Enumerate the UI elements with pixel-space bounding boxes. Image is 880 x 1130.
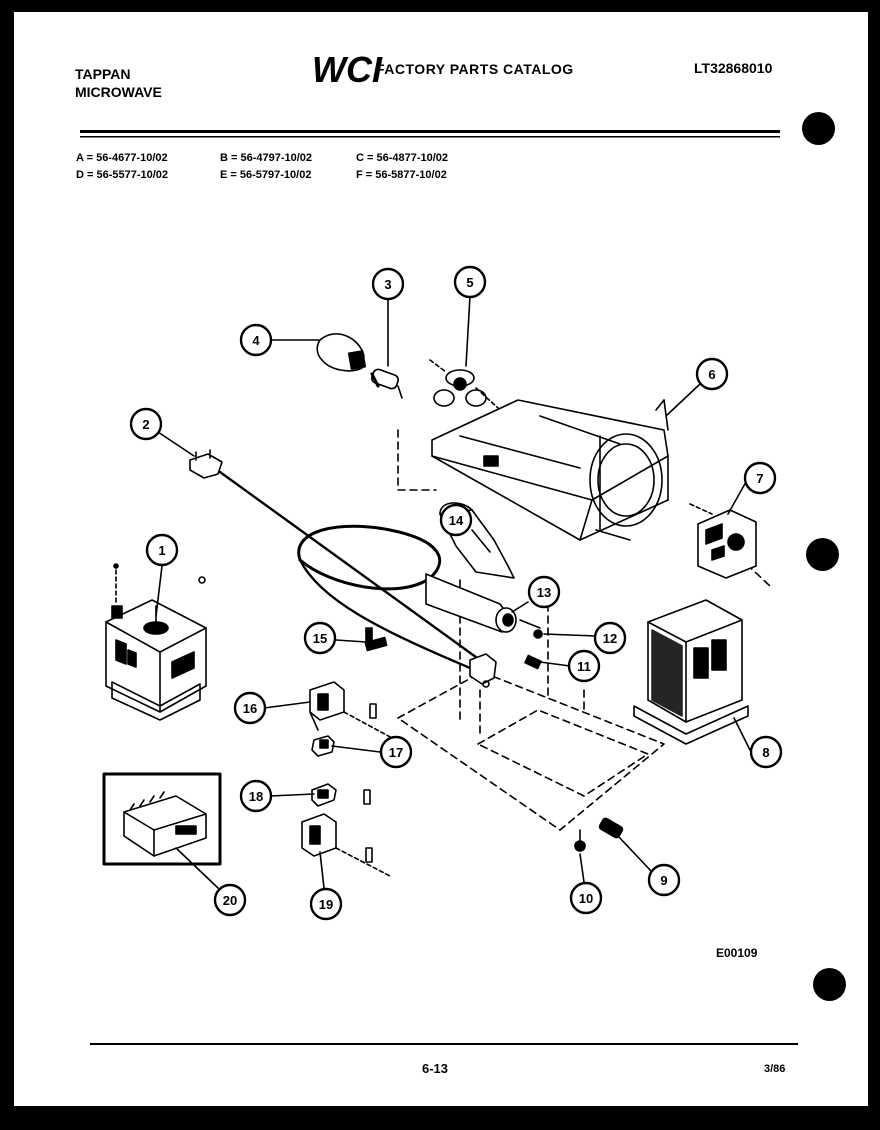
- svg-text:11: 11: [577, 659, 591, 674]
- callout-9: 9: [647, 863, 681, 897]
- svg-text:19: 19: [319, 897, 333, 912]
- svg-text:7: 7: [756, 471, 763, 486]
- fan-motor: [689, 503, 757, 579]
- callout-7: 7: [743, 461, 777, 495]
- page-number: 6-13: [422, 1061, 449, 1076]
- callout-bubbles: 1 2 3 4 5 6 7 8 9 10 11 12 13 14 15 16 1…: [129, 265, 783, 921]
- callout-14: 14: [439, 503, 473, 537]
- model-a: A = 56-4677-10/02: [76, 152, 168, 164]
- callout-5: 5: [453, 265, 487, 299]
- svg-text:20: 20: [223, 893, 237, 908]
- svg-text:5: 5: [466, 275, 473, 290]
- svg-text:9: 9: [660, 873, 667, 888]
- svg-text:13: 13: [537, 585, 551, 600]
- svg-text:12: 12: [603, 631, 617, 646]
- callout-4: 4: [239, 323, 273, 357]
- svg-text:16: 16: [243, 701, 257, 716]
- capacitor: [425, 573, 541, 633]
- svg-text:14: 14: [449, 513, 464, 528]
- connector: [598, 817, 624, 839]
- fan-blade: [429, 359, 499, 409]
- footer-rule: [90, 1043, 798, 1045]
- callout-1: 1: [145, 533, 179, 567]
- screw: [574, 829, 586, 852]
- logo-text: WCI: [312, 49, 383, 90]
- svg-text:8: 8: [762, 745, 769, 760]
- control-module-inset: [102, 772, 222, 866]
- svg-text:17: 17: [389, 745, 403, 760]
- callout-8: 8: [749, 735, 783, 769]
- svg-text:15: 15: [313, 631, 327, 646]
- model-f: F = 56-5877-10/02: [356, 169, 447, 181]
- callout-20: 20: [213, 883, 247, 917]
- interlock-switch-upper: [309, 681, 393, 739]
- binder-hole-bottom: [813, 968, 846, 1001]
- svg-text:4: 4: [252, 333, 260, 348]
- brand-line-1: TAPPAN: [75, 66, 131, 82]
- callout-leaders: [155, 295, 751, 889]
- callout-18: 18: [239, 779, 273, 813]
- power-cord: [189, 449, 497, 688]
- callout-6: 6: [695, 357, 729, 391]
- svg-text:10: 10: [579, 891, 593, 906]
- thermal-cutout: [364, 627, 388, 652]
- header-rule: [80, 130, 780, 138]
- svg-text:3: 3: [384, 277, 391, 292]
- model-e: E = 56-5797-10/02: [220, 169, 312, 181]
- callout-12: 12: [593, 621, 627, 655]
- print-date: 3/86: [764, 1063, 786, 1075]
- callout-10: 10: [569, 881, 603, 915]
- model-d: D = 56-5577-10/02: [76, 169, 169, 181]
- wci-logo: WCI: [312, 49, 383, 90]
- binder-hole-middle: [806, 538, 839, 571]
- document-number: LT32868010: [694, 60, 773, 76]
- callout-16: 16: [233, 691, 267, 725]
- callout-2: 2: [129, 407, 163, 441]
- callout-3: 3: [371, 267, 405, 301]
- binder-hole-top: [802, 112, 835, 145]
- callout-17: 17: [379, 735, 413, 769]
- switch-actuator: [311, 735, 335, 757]
- callout-13: 13: [527, 575, 561, 609]
- lamp-socket: [370, 368, 403, 399]
- lamp-bulb: [316, 333, 367, 372]
- svg-text:6: 6: [708, 367, 715, 382]
- interlock-switch-lower: [301, 813, 391, 877]
- callout-15: 15: [303, 621, 337, 655]
- magnetron: [105, 563, 207, 721]
- model-c: C = 56-4877-10/02: [356, 152, 449, 164]
- svg-text:18: 18: [249, 789, 263, 804]
- callout-19: 19: [309, 887, 343, 921]
- diagram-id: E00109: [716, 946, 758, 960]
- small-hardware: [524, 629, 543, 670]
- fan-motor-bracket: [431, 399, 669, 541]
- svg-text:1: 1: [158, 543, 165, 558]
- switch-button: [311, 783, 371, 807]
- transformer: [633, 599, 749, 745]
- brand-line-2: MICROWAVE: [75, 84, 162, 100]
- catalog-title: FACTORY PARTS CATALOG: [376, 61, 574, 77]
- callout-11: 11: [567, 649, 601, 683]
- svg-text:2: 2: [142, 417, 149, 432]
- model-b: B = 56-4797-10/02: [220, 152, 313, 164]
